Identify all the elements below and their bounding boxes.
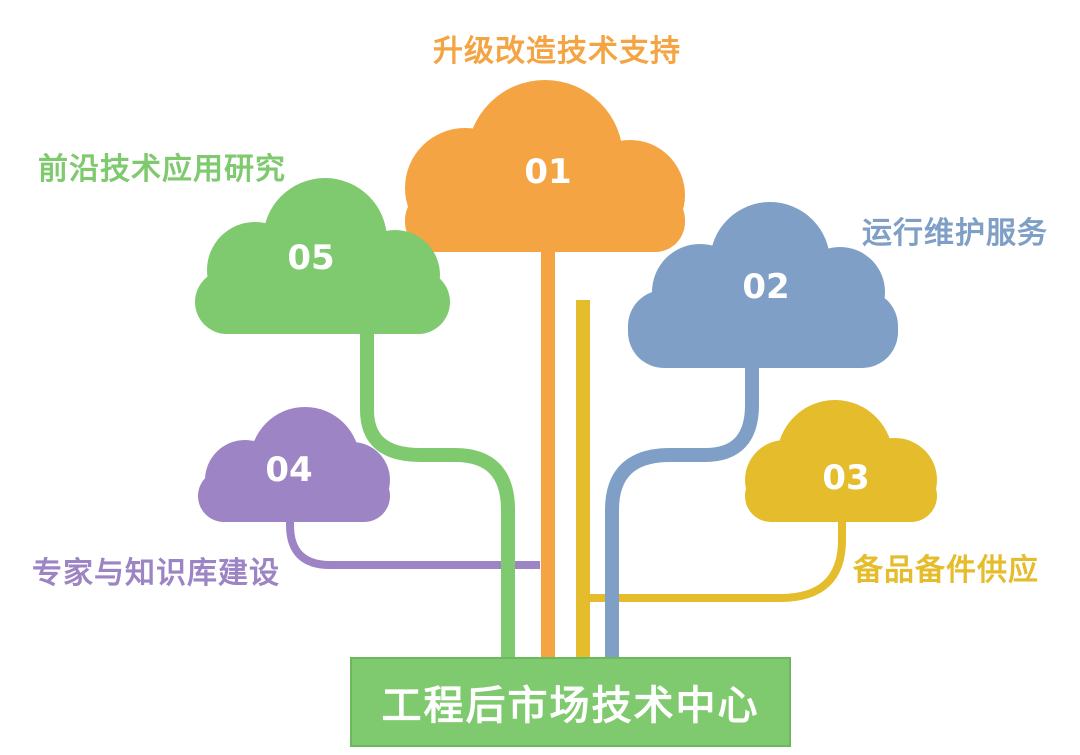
branch-02 [605,360,759,660]
cloud-04-number: 04 [265,450,313,490]
cloud-01-number: 01 [524,152,572,192]
label-04: 专家与知识库建设 [32,556,280,591]
cloud-02-number: 02 [742,267,790,307]
cloud-05 [195,178,450,334]
cloud-04 [198,407,390,522]
label-02: 运行维护服务 [862,216,1048,251]
branch-03 [583,515,846,602]
branch-04 [286,515,540,569]
branch-05 [360,330,515,660]
label-03: 备品备件供应 [853,553,1039,588]
cloud-05-number: 05 [287,238,335,278]
cloud-03 [745,400,937,522]
label-01: 升级改造技术支持 [433,34,681,69]
label-05: 前沿技术应用研究 [38,152,286,187]
cloud-02 [628,202,898,368]
center-box: 工程后市场技术中心 [350,657,791,747]
cloud-03-number: 03 [822,458,870,498]
cloud-01 [405,80,685,252]
